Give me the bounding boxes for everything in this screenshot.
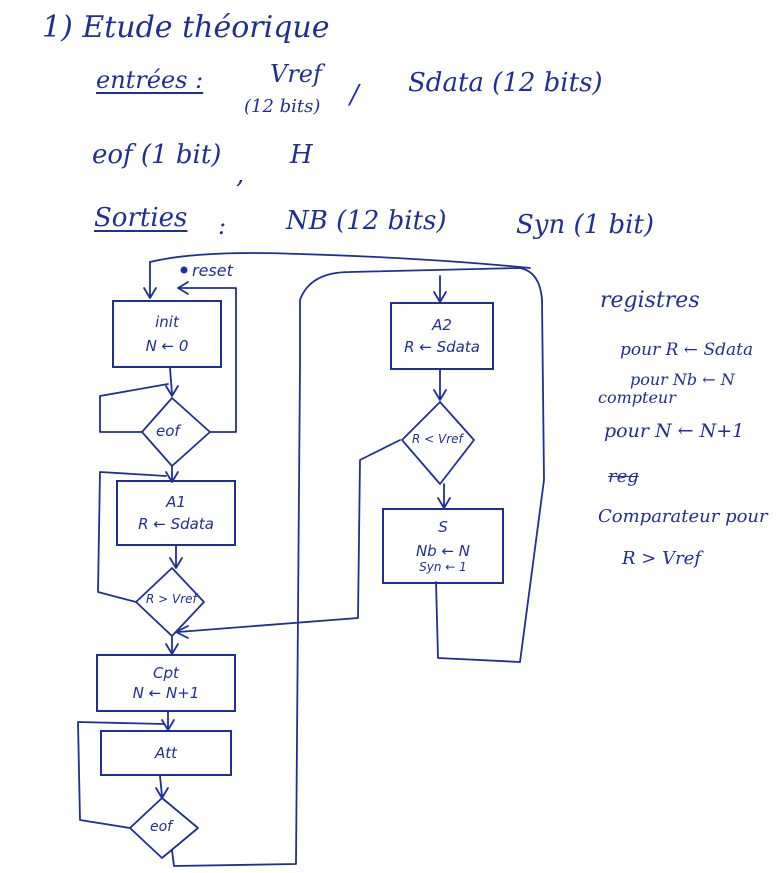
- note-compteur: compteur: [598, 388, 676, 407]
- state-s-op1: Nb ← N: [415, 542, 471, 560]
- state-cpt-title: Cpt: [153, 664, 179, 682]
- state-a1-title: A1: [166, 493, 186, 511]
- cond-r-lt-vref: R < Vref: [412, 432, 463, 446]
- state-att-title: Att: [154, 744, 178, 762]
- state-a1-op: R ← Sdata: [138, 515, 214, 533]
- input-vref: Vref: [270, 60, 322, 88]
- input-separator: /: [350, 80, 359, 110]
- note-registres: registres: [600, 288, 700, 313]
- input-h: H: [290, 140, 313, 170]
- input-eof-comma: ,: [236, 160, 245, 190]
- note-reg-1: pour R ← Sdata: [620, 340, 754, 360]
- state-s-title: S: [438, 518, 448, 536]
- reset-label: reset: [192, 261, 234, 280]
- output-syn: Syn (1 bit): [516, 210, 655, 240]
- note-cpt-1: pour N ← N+1: [604, 420, 745, 442]
- section-title: 1) Etude théorique: [42, 10, 330, 45]
- input-vref-bits: (12 bits): [244, 96, 321, 117]
- state-s: S Nb ← N Syn ← 1: [382, 508, 504, 584]
- state-init-title: init: [155, 313, 179, 331]
- state-cpt: Cpt N ← N+1: [96, 654, 236, 712]
- state-a1: A1 R ← Sdata: [116, 480, 236, 546]
- state-att: Att: [100, 730, 232, 776]
- outputs-label: Sorties: [94, 203, 188, 233]
- state-cpt-op: N ← N+1: [132, 684, 200, 702]
- state-a2: A2 R ← Sdata: [390, 302, 494, 370]
- input-sdata: Sdata (12 bits): [408, 68, 603, 98]
- cond-r-gt-vref: R > Vref: [146, 592, 197, 606]
- note-comp-1: R > Vref: [622, 548, 701, 569]
- note-strike: reg: [608, 466, 639, 487]
- state-init-op: N ← 0: [145, 337, 189, 355]
- state-s-op2: Syn ← 1: [419, 560, 467, 574]
- cond-eof-1: eof: [156, 422, 180, 440]
- note-comparateur: Comparateur pour: [598, 506, 768, 527]
- output-nb: NB (12 bits): [286, 206, 447, 236]
- inputs-label: entrées :: [96, 66, 204, 94]
- state-a2-op: R ← Sdata: [404, 338, 480, 356]
- state-a2-title: A2: [432, 316, 452, 334]
- note-reg-2: pour Nb ← N: [630, 370, 735, 389]
- input-eof: eof (1 bit): [92, 140, 222, 170]
- cond-eof-2: eof: [150, 819, 173, 835]
- outputs-colon: :: [218, 212, 227, 240]
- state-init: init N ← 0: [112, 300, 222, 368]
